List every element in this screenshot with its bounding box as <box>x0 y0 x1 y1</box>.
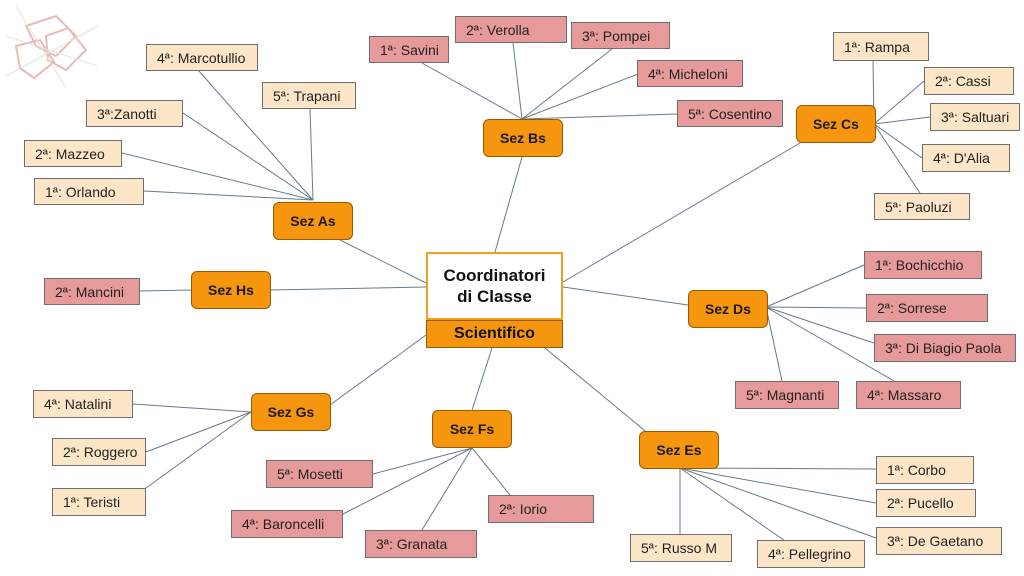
class-box-ds-1: 1ª: Bochicchio <box>864 251 982 279</box>
class-box-es-1: 1ª: Corbo <box>876 456 974 484</box>
class-box-es-2: 2ª: Pucello <box>876 489 976 517</box>
section-node-es: Sez Es <box>639 431 719 469</box>
class-box-cs-3: 3ª: Saltuari <box>930 103 1020 131</box>
center-node-subtitle: Scientifico <box>426 320 563 348</box>
class-box-fs-3: 3ª: Granata <box>365 530 477 558</box>
class-box-gs-1: 1ª: Teristi <box>52 488 146 516</box>
class-box-fs-4: 4ª: Baroncelli <box>231 510 343 538</box>
link-center-bs <box>494 156 523 253</box>
class-box-ds-5: 5ª: Magnanti <box>735 381 839 409</box>
center-title-line2: di Classe <box>457 287 532 306</box>
link-center-ds <box>562 286 689 306</box>
link-center-es <box>544 347 651 436</box>
link-center-as <box>339 239 427 284</box>
section-node-hs: Sez Hs <box>191 271 271 309</box>
section-node-fs: Sez Fs <box>432 410 512 448</box>
link-center-hs <box>269 286 427 291</box>
class-box-bs-2: 2ª: Verolla <box>455 16 567 43</box>
class-box-as-2: 2ª: Mazzeo <box>24 140 122 167</box>
link-center-cs <box>562 142 801 283</box>
class-box-hs-2: 2ª: Mancini <box>44 278 140 305</box>
class-box-ds-2: 2ª: Sorrese <box>866 294 988 322</box>
class-box-bs-5: 5ª: Cosentino <box>677 100 783 127</box>
center-node-title: Coordinatori di Classe <box>426 252 563 320</box>
class-box-as-1: 1ª: Orlando <box>34 178 144 205</box>
class-box-bs-3: 3ª: Pompei <box>571 22 670 49</box>
section-node-gs: Sez Gs <box>251 393 331 431</box>
school-logo-icon <box>6 6 98 88</box>
class-box-cs-2: 2ª: Cassi <box>924 67 1014 95</box>
class-box-es-5: 5ª: Russo M <box>630 534 732 562</box>
class-box-as-3: 3ª:Zanotti <box>86 100 183 127</box>
section-node-cs: Sez Cs <box>796 105 876 143</box>
class-box-ds-4: 4ª: Massaro <box>856 381 961 409</box>
class-box-cs-1: 1ª: Rampa <box>833 32 929 61</box>
class-box-fs-5: 5ª: Mosetti <box>266 460 373 488</box>
section-node-ds: Sez Ds <box>688 290 768 328</box>
class-box-ds-3: 3ª: Di Biagio Paola <box>874 334 1016 362</box>
class-box-bs-4: 4ª: Micheloni <box>637 60 743 87</box>
class-box-gs-4: 4ª: Natalini <box>33 390 133 418</box>
class-box-cs-4: 4ª: D'Alia <box>922 144 1010 172</box>
class-box-gs-2: 2ª: Roggero <box>52 438 146 466</box>
class-box-cs-5: 5ª: Paoluzi <box>874 193 970 220</box>
section-node-bs: Sez Bs <box>483 119 563 157</box>
class-box-es-4: 4ª: Pellegrino <box>757 540 865 568</box>
center-title-line1: Coordinatori <box>443 266 546 285</box>
link-center-fs <box>471 347 493 411</box>
class-box-bs-1: 1ª: Savini <box>369 36 449 63</box>
class-box-as-5: 5ª: Trapani <box>262 82 356 109</box>
link-center-gs <box>329 334 427 406</box>
section-node-as: Sez As <box>273 202 353 240</box>
class-box-es-3: 3ª: De Gaetano <box>876 527 1002 555</box>
class-box-as-4: 4ª: Marcotullio <box>146 44 258 71</box>
class-box-fs-2: 2ª: Iorio <box>488 495 594 523</box>
